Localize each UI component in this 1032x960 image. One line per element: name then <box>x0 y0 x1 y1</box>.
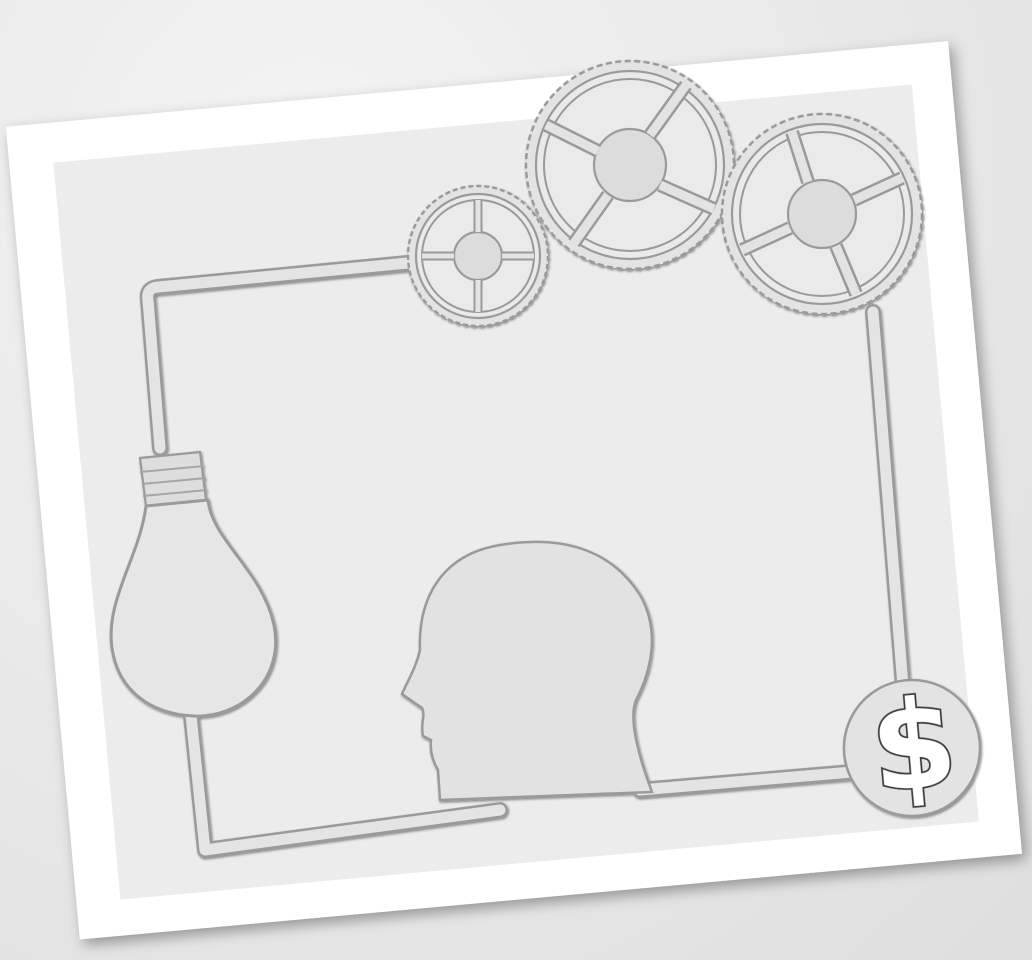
gear-icon <box>526 61 734 269</box>
gear-icon <box>722 114 922 314</box>
dollar-sign-label: $ <box>865 672 962 821</box>
gear-icon <box>408 186 548 326</box>
human-head-icon <box>402 542 652 800</box>
